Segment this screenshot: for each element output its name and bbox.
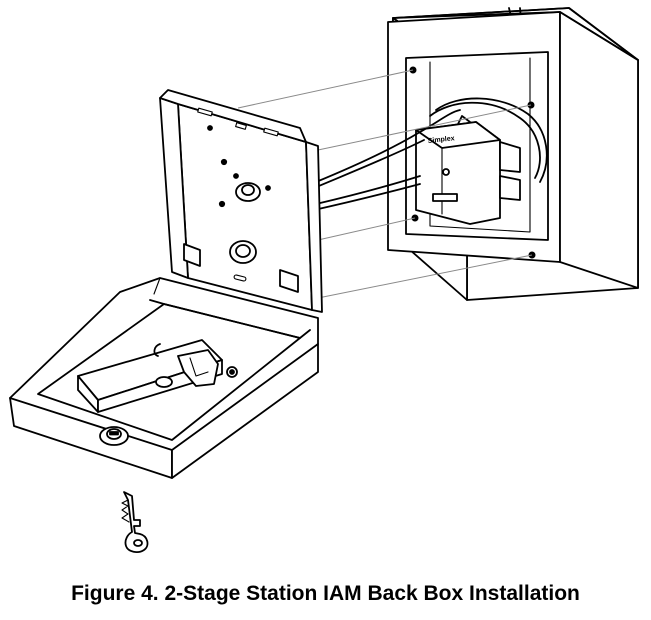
guide-top-left — [237, 69, 414, 109]
internal-wire-loop-2 — [435, 97, 548, 183]
hinge-strip — [149, 299, 311, 339]
latch-mechanism — [177, 349, 219, 387]
cover-tray — [9, 277, 319, 479]
handle-hole — [155, 376, 173, 388]
wire-lower — [315, 175, 421, 205]
module-label-slot — [432, 193, 458, 202]
module-led — [442, 168, 450, 176]
right-bracket — [279, 269, 299, 293]
alignment-guides — [237, 69, 533, 299]
plate-hole-5 — [218, 200, 226, 208]
internal-wire-loop — [429, 101, 541, 179]
plate-hole-2 — [220, 158, 228, 166]
top-slot-2 — [235, 122, 247, 130]
key-ring-hole — [133, 539, 143, 547]
bottom-slot — [233, 274, 247, 282]
key-lock-slot — [109, 431, 119, 436]
plate-hole-3 — [233, 173, 239, 179]
wire-lower-2 — [313, 183, 421, 211]
reset-switch — [241, 184, 255, 196]
figure-caption: Figure 4. 2-Stage Station IAM Back Box I… — [71, 582, 580, 605]
plate-hole-1 — [207, 125, 213, 131]
key-teeth — [121, 499, 130, 523]
plate-hole-4 — [265, 185, 271, 191]
key-body — [123, 491, 149, 553]
connecting-wires — [313, 109, 461, 211]
cover-tray-right-lip — [171, 343, 319, 479]
iam-module-top — [415, 121, 501, 149]
left-bracket — [183, 243, 201, 267]
hinge-tab — [153, 277, 161, 295]
latch-screw-center — [229, 369, 235, 375]
iam-module: Simplex — [415, 115, 521, 225]
latch-detail — [189, 357, 209, 377]
guide-top-right — [317, 104, 532, 151]
top-slot-1 — [197, 107, 213, 117]
module-brand-label: Simplex — [427, 135, 455, 145]
tray-hook — [153, 343, 161, 357]
iam-module-terminal-lower — [499, 175, 521, 201]
front-plate — [159, 89, 323, 313]
wire-upper-2 — [313, 139, 425, 189]
back-box-top-edge — [392, 7, 639, 61]
front-plate-right-flange — [305, 141, 323, 313]
top-slot-3 — [263, 127, 279, 137]
wire-upper — [315, 109, 461, 183]
back-box-installation-illustration: Simplex — [9, 7, 639, 553]
guide-bottom-right — [317, 254, 533, 299]
guide-bottom-left — [317, 217, 416, 241]
key — [121, 491, 149, 553]
pull-lever-pivot — [235, 244, 251, 258]
module-tab — [457, 115, 471, 125]
iam-module-terminal-upper — [499, 141, 521, 173]
